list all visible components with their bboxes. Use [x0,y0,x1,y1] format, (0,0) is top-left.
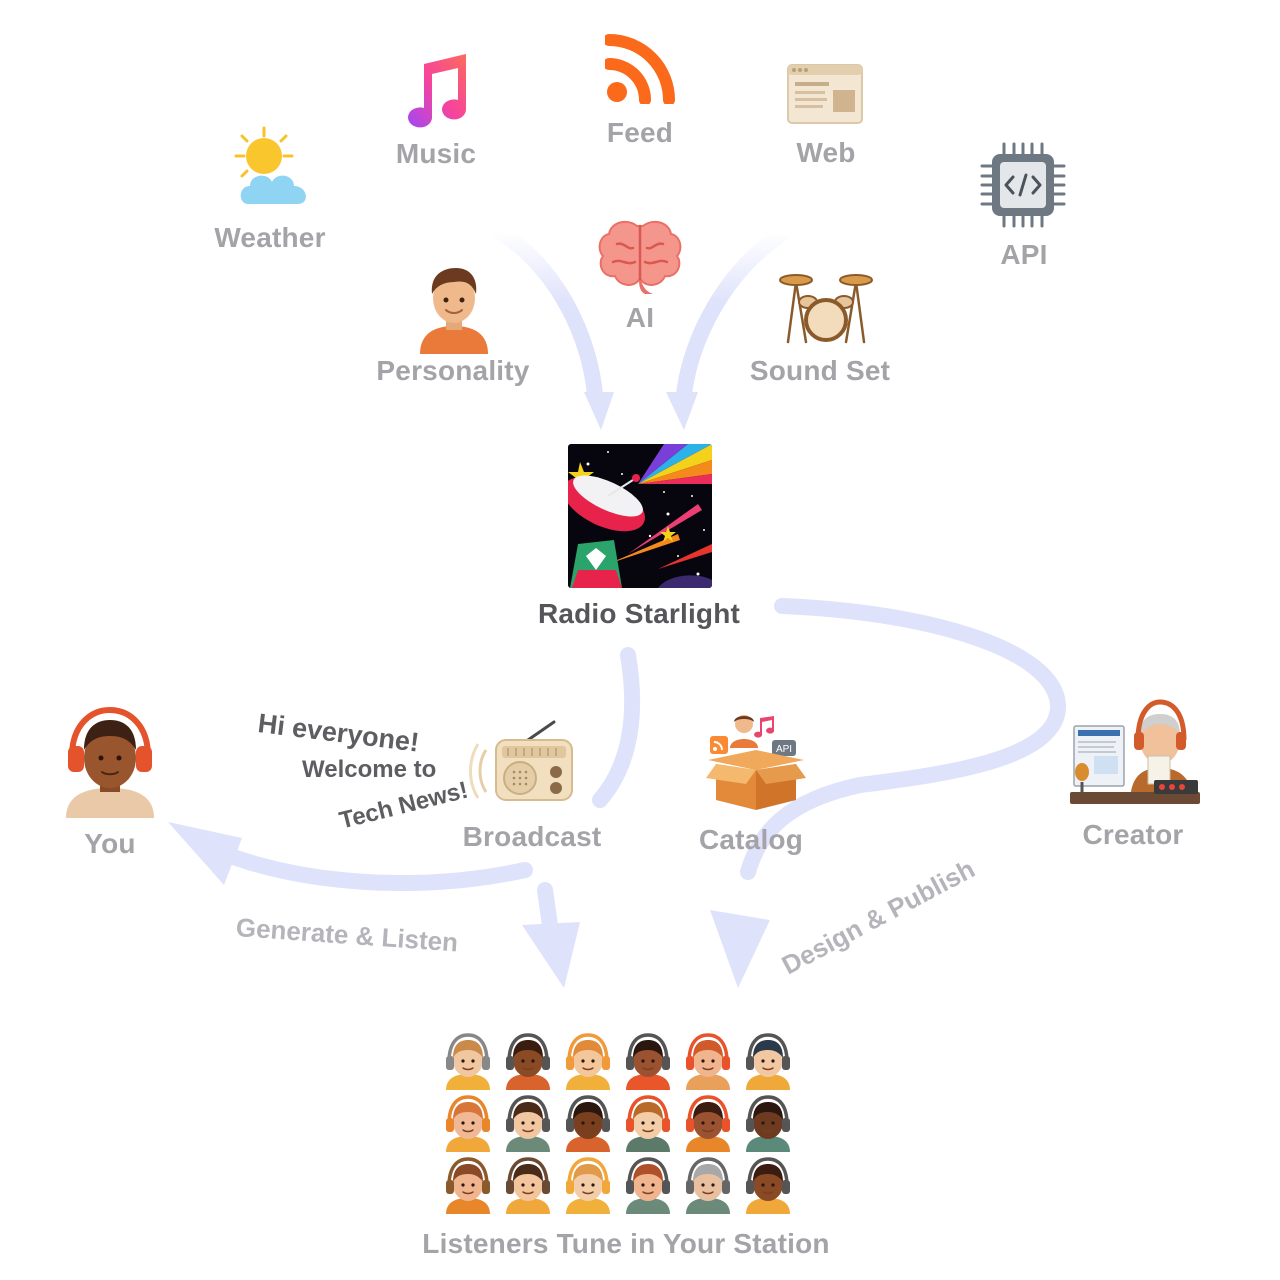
listener-avatar-icon [746,1157,790,1214]
listener-avatar-icon [686,1033,730,1090]
listener-avatar-icon [446,1033,490,1090]
speech-line-2: Welcome to [302,756,437,783]
api-chip-icon [980,142,1066,228]
web-page-icon [787,64,863,124]
weather-icon [228,124,318,214]
arrowhead-listeners-left [522,922,580,988]
listener-avatar-icon [686,1095,730,1152]
feed-label: Feed [606,117,674,148]
catalog-box-icon: API [706,712,806,812]
listener-avatar-icon [566,1095,610,1152]
listener-avatar-icon [746,1095,790,1152]
arrow-creator-loop [740,598,1067,880]
broadcast-label: Broadcast [462,821,602,852]
listener-avatar-icon [626,1033,670,1090]
listener-avatar-icon [626,1095,670,1152]
listener-avatar-icon [686,1157,730,1214]
creator-label: Creator [1082,819,1184,850]
arrow-left-input [492,224,603,403]
sound-set-label: Sound Set [749,355,891,386]
rss-feed-icon [605,32,677,104]
listener-avatar-icon [626,1157,670,1214]
listener-avatar-icon [506,1157,550,1214]
catalog-api-badge: API [776,744,792,755]
listeners-caption: Listeners Tune in Your Station [422,1228,830,1259]
ai-label: AI [625,302,655,333]
brain-icon [597,218,683,296]
creator-studio-icon [1070,692,1200,804]
api-label: API [1000,239,1048,270]
radio-starlight-artwork[interactable] [568,444,712,588]
arrowhead-left-input [584,392,614,430]
catalog-label: Catalog [698,824,804,855]
listener-avatar-icon [746,1033,790,1090]
drum-kit-icon [778,270,874,344]
arrow-to-you [207,842,533,892]
music-label: Music [395,138,477,169]
listener-avatar-icon [506,1033,550,1090]
arrowhead-you [168,822,242,885]
radio-icon [468,716,576,804]
listener-avatar-icon [566,1157,610,1214]
person-icon [416,264,492,354]
personality-label: Personality [376,355,530,386]
listener-avatar-icon [506,1095,550,1152]
web-label: Web [796,137,856,168]
arrow-to-listeners-left [537,882,558,933]
listener-avatar-icon [446,1095,490,1152]
you-label: You [84,828,136,859]
arrow-center-down [592,647,641,808]
listener-avatar-icon [566,1033,610,1090]
radio-starlight-label: Radio Starlight [537,598,741,629]
listener-avatar-icon [446,1157,490,1214]
music-note-icon [402,52,470,130]
listener-grid [440,1032,805,1214]
arrowhead-right-input [666,392,698,430]
weather-label: Weather [214,222,326,253]
arrow-right-input [676,224,793,403]
you-avatar-icon [64,706,156,818]
arrowhead-listeners-right [710,910,770,988]
